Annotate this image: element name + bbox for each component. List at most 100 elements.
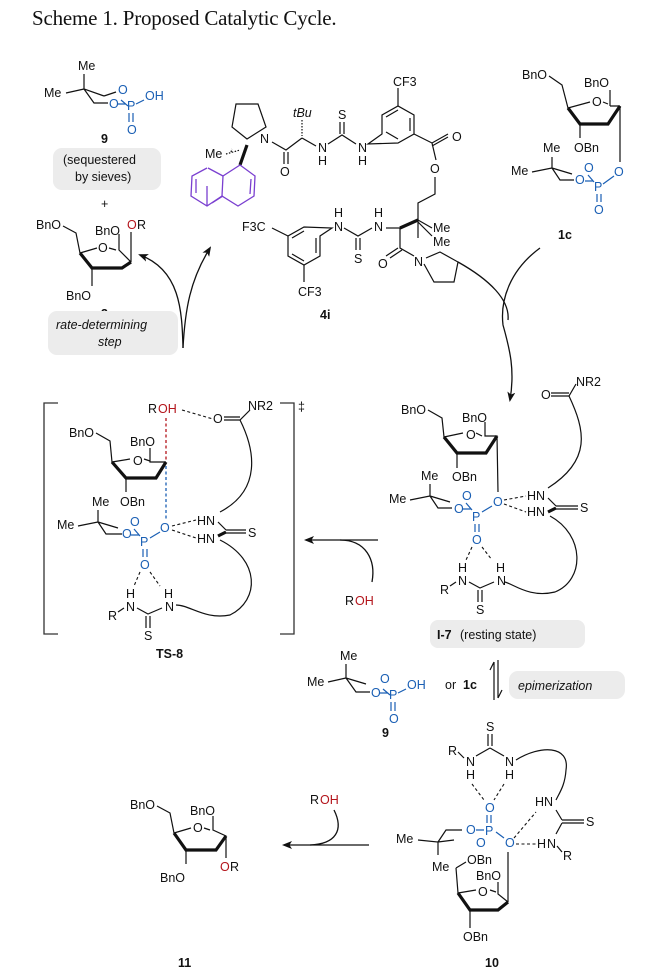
trifluoromethyl-label: CF3 [393, 75, 417, 89]
phosphorus-label: P [127, 99, 135, 113]
left-bracket [43, 402, 58, 635]
hydroxyl-label: OH [320, 793, 339, 807]
oxygen-label: O [140, 558, 150, 572]
sulfur-label: S [586, 815, 594, 829]
oxygen-label: O [127, 123, 137, 137]
r-group-label: R [440, 583, 449, 597]
oxygen-label: O [213, 412, 223, 426]
oxygen-label: O [452, 130, 462, 144]
intermediate-i7: O NR2 BnO BnO O OBn Me Me O O P O O HN H… [389, 375, 601, 648]
plus-sign: + [101, 197, 108, 211]
compound-9-mid: Me Me O O P OH O 9 or 1c [307, 649, 477, 740]
trifluoromethyl-label: F3C [242, 220, 266, 234]
rate-determining-label: rate-determining [56, 318, 147, 332]
nh-label: HN [527, 489, 545, 503]
methyl-label: Me [511, 164, 528, 178]
nitrogen-label: N [334, 220, 343, 234]
methyl-label: Me [396, 832, 413, 846]
nitrogen-label: N [374, 220, 383, 234]
reagent-roh-ts: R OH [345, 594, 374, 608]
oxygen-label: O [594, 203, 604, 217]
oxygen-label: O [389, 712, 399, 726]
equilibrium-down-arrow [497, 660, 503, 699]
ring-oxygen-label: O [133, 454, 143, 468]
hydrogen-label: H [374, 206, 383, 220]
oxygen-label: O [485, 801, 495, 815]
rate-determining-label: step [98, 335, 122, 349]
nitrogen-label: N [414, 255, 423, 269]
sulfur-label: S [354, 252, 362, 266]
nitrogen-label: N [497, 574, 506, 588]
methyl-label: Me [205, 147, 222, 161]
methyl-label: Me [421, 469, 438, 483]
phosphorus-label: P [472, 510, 480, 524]
nitrogen-label: N [260, 132, 269, 146]
hydrogen-label: H [318, 154, 327, 168]
nitrogen-label: N [505, 755, 514, 769]
compound-3: BnO BnO O R O BnO 3 [36, 218, 146, 321]
transition-state-ts8: ‡ R OH O NR2 BnO BnO O OBn Me Me O O P O… [43, 399, 305, 661]
r-group-label: R [310, 793, 319, 807]
compound-number: 9 [101, 132, 108, 146]
r-group-label: R [137, 218, 146, 232]
hydroxyl-label: OH [407, 678, 426, 692]
sulfur-label: S [580, 501, 588, 515]
epimerization-label: epimerization [518, 679, 592, 693]
oxygen-label: O [280, 165, 290, 179]
amide-label: NR2 [248, 399, 273, 413]
hydrogen-label: H [164, 587, 173, 601]
benzyloxy-label: BnO [190, 804, 215, 818]
nitrogen-label: N [358, 141, 367, 155]
compound-9-top: Me Me O O P OH O 9 (sequestered by sieve… [44, 59, 164, 190]
sieves-note-line1: (sequestered [63, 153, 136, 167]
oxygen-label: O [575, 173, 585, 187]
oxygen-label: O [541, 388, 551, 402]
nitrogen-label: N [547, 837, 556, 851]
right-bracket [280, 402, 295, 635]
oxygen-label: O [380, 672, 390, 686]
benzyloxy-label: BnO [95, 224, 120, 238]
oxygen-label: O [127, 218, 137, 232]
hydrogen-label: H [126, 587, 135, 601]
oxygen-label: O [584, 161, 594, 175]
nitrogen-label: N [466, 755, 475, 769]
nh-label: HN [197, 532, 215, 546]
sulfur-label: S [486, 720, 494, 734]
compound-number: 1c [558, 228, 572, 242]
oxygen-label: O [378, 257, 388, 271]
r-group-label: R [448, 744, 457, 758]
equilibrium-up-arrow [489, 661, 495, 700]
nh-label: HN [535, 795, 553, 809]
compound-number: TS-8 [156, 647, 183, 661]
benzyloxy-label: BnO [522, 68, 547, 82]
phosphorus-label: P [594, 180, 602, 194]
oxygen-label: O [430, 162, 440, 176]
compound-number: 1c [463, 678, 477, 692]
hydrogen-label: H [496, 561, 505, 575]
methyl-label: Me [433, 221, 450, 235]
phosphorus-label: P [140, 535, 148, 549]
oxygen-label: O [454, 502, 464, 516]
oxygen-label: O [130, 515, 140, 529]
oxygen-label: O [220, 860, 230, 874]
nh-label: HN [197, 514, 215, 528]
tert-butyl-label: tBu [293, 106, 312, 120]
arrow-curve-catalyst [457, 261, 509, 321]
benzyloxy-label: BnO [36, 218, 61, 232]
nitrogen-label: N [458, 574, 467, 588]
methyl-label: Me [433, 235, 450, 249]
sulfur-label: S [338, 108, 346, 122]
benzyloxy-label: BnO [401, 403, 426, 417]
oxygen-label: O [118, 83, 128, 97]
resting-state-pill [430, 620, 585, 648]
oxygen-label: O [371, 686, 381, 700]
methyl-label: Me [44, 86, 61, 100]
nitrogen-label: N [165, 600, 174, 614]
ring-oxygen-label: O [466, 428, 476, 442]
sieves-note-pill [53, 148, 161, 190]
oxygen-label: O [462, 489, 472, 503]
hydroxyl-label: OH [145, 89, 164, 103]
benzyloxy-label: OBn [120, 495, 145, 509]
compound-number: 11 [178, 956, 191, 970]
or-label: or [445, 678, 456, 692]
